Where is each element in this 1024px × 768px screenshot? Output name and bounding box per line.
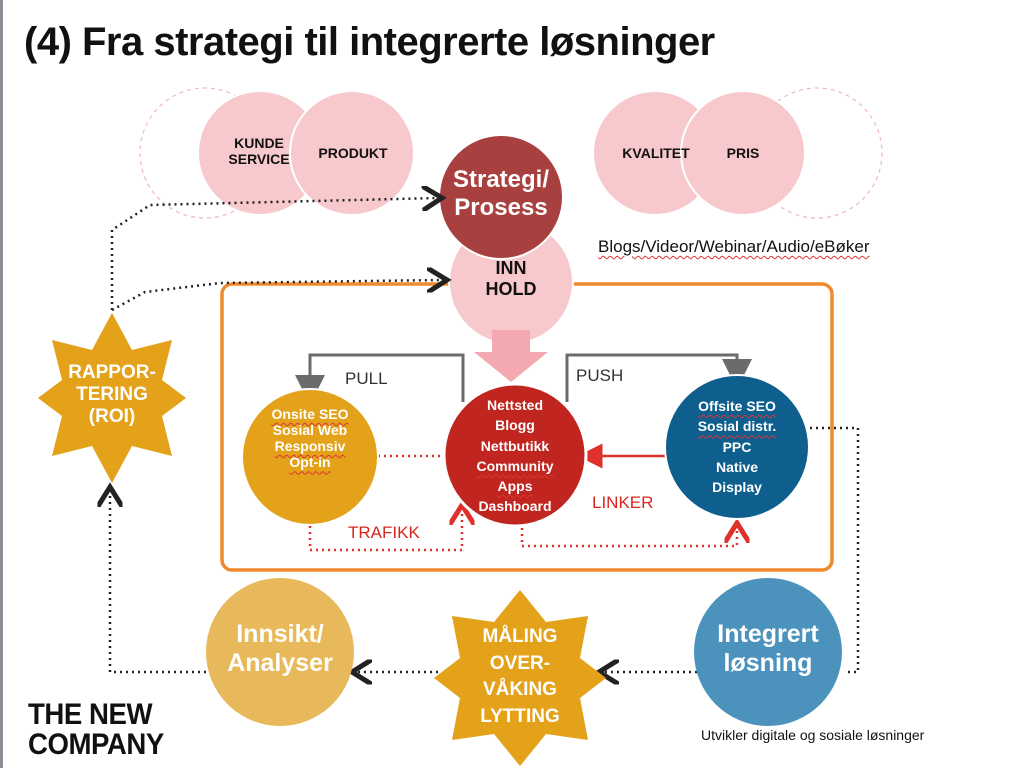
center-line-2: Blogg: [495, 417, 535, 434]
linker-dotted-path: [520, 522, 737, 548]
integrert-line-1: Integrert: [717, 620, 819, 648]
innsikt-to-rapportering-dotted: [110, 492, 206, 674]
content-types-caption: Blogs/Videor/Webinar/Audio/eBøker: [598, 237, 870, 256]
offsite-line-4: Native: [715, 458, 759, 475]
push-arrow: [565, 353, 752, 402]
onsite-line-2: Sosial Web: [272, 422, 348, 439]
center-line-3: Nettbutikk: [480, 437, 550, 454]
feedback-loop-right: [804, 426, 860, 674]
produkt-label: PRODUKT: [318, 145, 388, 161]
feedback-loop-inner: [111, 280, 442, 312]
pull-label: PULL: [345, 369, 388, 388]
company-logo: THE NEW COMPANY: [28, 700, 164, 760]
maling-label: MÅLING OVER- VÅKING LYTTING: [460, 624, 580, 730]
offsite-line-5: Display: [712, 479, 762, 496]
pris-circle: [680, 90, 806, 216]
rapportering-label: RAPPOR- TERING (ROI): [52, 362, 172, 428]
produkt-circle: [289, 90, 415, 216]
offsite-label: Offsite SEO Sosial distr. PPC Native Dis…: [672, 396, 802, 497]
kundeservice-line-1: KUNDE: [234, 135, 284, 151]
center-line-5: Apps: [497, 478, 533, 495]
maling-line-4: LYTTING: [480, 705, 560, 727]
kvalitet-label: KVALITET: [622, 145, 690, 161]
rapportering-line-3: (ROI): [88, 405, 136, 427]
slide-edge: [0, 0, 3, 768]
offsite-line-3: PPC: [722, 438, 752, 455]
innhold-line-2: HOLD: [485, 278, 537, 299]
linker-label: LINKER: [592, 493, 654, 512]
logo-line-2: COMPANY: [28, 728, 164, 761]
onsite-label: Onsite SEO Sosial Web Responsiv Opt-in: [250, 406, 370, 470]
feedback-loop-left: [110, 198, 437, 310]
offsite-line-2: Sosial distr.: [697, 418, 777, 435]
innhold-down-arrow: [474, 330, 548, 382]
center-line-1: Nettsted: [486, 397, 543, 413]
center-line-6: Dashboard: [478, 498, 552, 515]
rapportering-line-2: TERING: [76, 383, 148, 405]
trafikk-label: TRAFIKK: [348, 523, 420, 542]
onsite-line-4: Opt-in: [289, 454, 331, 471]
offsite-circle: [664, 374, 810, 520]
integrert-circle: [694, 578, 842, 726]
innsikt-line-1: Innsikt/: [236, 620, 324, 648]
center-label: Nettsted Blogg Nettbutikk Community Apps…: [455, 395, 575, 517]
page-title: (4) Fra strategi til integrerte løsninge…: [24, 20, 715, 64]
innsikt-label: Innsikt/ Analyser: [206, 620, 354, 678]
strategi-line-1: Strategi/: [452, 166, 550, 193]
pull-arrow: [295, 353, 465, 405]
strategi-label: Strategi/ Prosess: [444, 166, 558, 221]
logo-line-1: THE NEW: [28, 698, 153, 731]
integrert-label: Integrert løsning: [694, 620, 842, 678]
integrert-line-2: løsning: [723, 648, 813, 677]
onsite-line-3: Responsiv: [274, 438, 346, 455]
maling-line-2: OVER-: [489, 652, 551, 674]
push-label: PUSH: [576, 366, 624, 385]
pris-label: PRIS: [726, 145, 760, 161]
center-circle: [442, 382, 588, 528]
maling-line-3: VÅKING: [483, 679, 557, 701]
maling-line-1: MÅLING: [482, 626, 558, 647]
onsite-line-1: Onsite SEO: [271, 406, 349, 422]
kundeservice-line-2: SERVICE: [228, 151, 290, 168]
offsite-line-1: Offsite SEO: [698, 398, 776, 414]
integrert-caption: Utvikler digitale og sosiale løsninger: [701, 727, 925, 743]
kundeservice-label: KUNDE SERVICE: [213, 135, 305, 167]
innsikt-line-2: Analyser: [227, 648, 333, 677]
maling-star: [434, 590, 606, 766]
innhold-label: INN HOLD: [470, 258, 552, 299]
center-line-4: Community: [476, 457, 554, 474]
innsikt-circle: [206, 578, 354, 726]
onsite-circle: [241, 388, 379, 526]
rapportering-star: [38, 313, 186, 483]
innhold-line-1: INN: [495, 258, 527, 278]
rapportering-line-1: RAPPOR-: [68, 362, 156, 383]
strategi-line-2: Prosess: [454, 193, 548, 221]
